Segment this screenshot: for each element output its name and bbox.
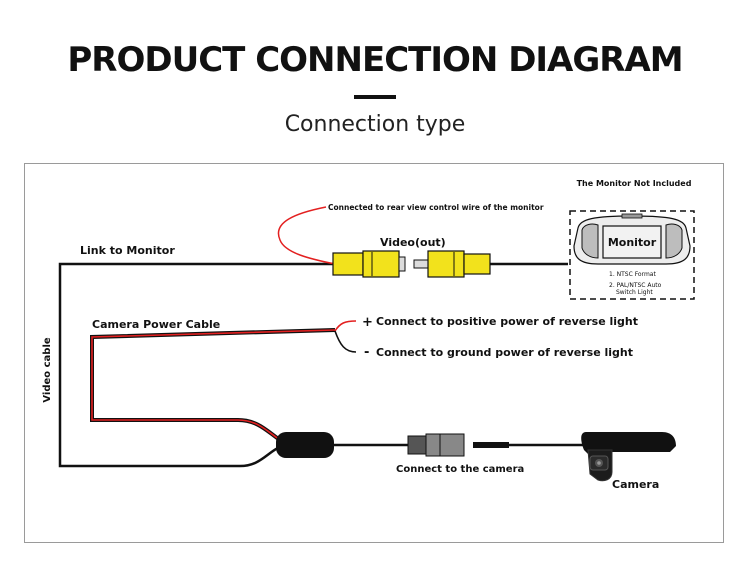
ground-wire (334, 330, 357, 353)
rear-view-wire-label: Connected to rear view control wire of t… (328, 203, 544, 212)
power-cable-red-inner (91, 329, 336, 441)
link-to-monitor-label: Link to Monitor (80, 244, 175, 257)
page-subtitle: Connection type (284, 112, 466, 137)
positive-power-label: Connect to positive power of reverse lig… (376, 315, 638, 328)
junction-box (276, 432, 334, 458)
camera-label: Camera (612, 478, 659, 491)
monitor-screen-label: Monitor (608, 236, 657, 249)
video-cable-label: Video cable (42, 337, 53, 403)
negative-sign: - (364, 345, 369, 360)
rear-view-control-wire (277, 206, 336, 265)
page-title: PRODUCT CONNECTION DIAGRAM (67, 40, 683, 80)
camera-plug (407, 433, 465, 457)
title-underline (354, 95, 396, 99)
monitor-not-included-label: The Monitor Not Included (577, 179, 692, 188)
power-cable-red (90, 328, 336, 442)
monitor-note-1: 1. NTSC Format (609, 271, 656, 278)
camera-power-cable-label: Camera Power Cable (92, 318, 220, 331)
monitor-note-2b: Switch Light (616, 289, 653, 296)
positive-wire (334, 320, 357, 332)
monitor-icon (573, 213, 691, 265)
connect-camera-label: Connect to the camera (396, 464, 524, 475)
monitor-dashed-box (569, 210, 695, 300)
video-out-label: Video(out) (380, 236, 446, 249)
camera-icon (581, 432, 676, 482)
diagram-panel (24, 163, 724, 543)
rca-connector-female (332, 250, 406, 278)
camera-cable-segment (473, 442, 509, 448)
ground-power-label: Connect to ground power of reverse light (376, 346, 633, 359)
positive-sign: + (362, 315, 373, 330)
monitor-note-2a: 2. PAL/NTSC Auto (609, 282, 662, 289)
rca-connector-male (413, 250, 491, 278)
